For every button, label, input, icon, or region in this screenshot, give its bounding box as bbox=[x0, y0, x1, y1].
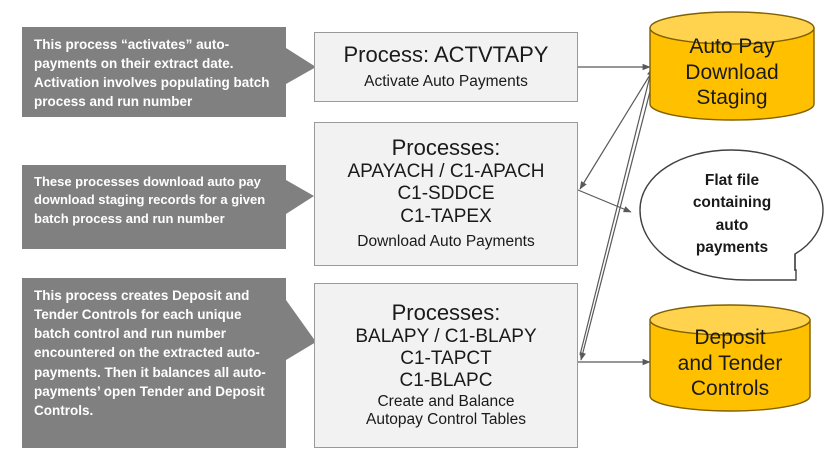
callout-tail-activate bbox=[286, 48, 316, 84]
cylinder-shape bbox=[649, 11, 815, 121]
callout-download-text: These processes download auto pay downlo… bbox=[34, 174, 266, 226]
process-download-code-1: APAYACH / C1-APACH bbox=[347, 160, 545, 182]
conn-staging-to-download bbox=[579, 69, 654, 190]
process-download-code-3: C1-TAPEX bbox=[400, 205, 492, 227]
process-download[interactable]: Processes: APAYACH / C1-APACH C1-SDDCE C… bbox=[314, 122, 578, 266]
process-balance-subtitle-1: Create and Balance bbox=[377, 392, 515, 410]
process-download-subtitle: Download Auto Payments bbox=[357, 233, 535, 251]
flat-file-callout[interactable]: Flat file containing auto payments bbox=[638, 148, 826, 288]
process-download-code-2: C1-SDDCE bbox=[397, 183, 495, 205]
datastore-auto-pay-download-staging[interactable]: Auto Pay Download Staging bbox=[648, 10, 816, 122]
callout-activate: This process “activates” auto-payments o… bbox=[22, 27, 286, 117]
process-balance-code-3: C1-BLAPC bbox=[399, 370, 493, 392]
callout-tail-balance bbox=[286, 300, 316, 360]
conn-staging-to-balance bbox=[579, 71, 656, 361]
conn-balance-to-staging bbox=[579, 67, 654, 356]
conn-download-to-flatfile bbox=[577, 189, 632, 213]
cylinder-shape bbox=[649, 304, 811, 412]
callout-activate-text: This process “activates” auto-payments o… bbox=[34, 37, 270, 110]
flat-file-callout-label: Flat file containing auto payments bbox=[692, 172, 772, 257]
process-download-title: Processes: bbox=[391, 135, 501, 161]
process-actvtapy[interactable]: Process: ACTVTAPY Activate Auto Payments bbox=[314, 32, 578, 102]
process-balance-code-2: C1-TAPCT bbox=[400, 348, 492, 370]
datastore-deposit-and-tender-controls[interactable]: Deposit and Tender Controls bbox=[648, 303, 812, 413]
process-balance-code-1: BALAPY / C1-BLAPY bbox=[355, 325, 537, 347]
process-actvtapy-title: Process: ACTVTAPY bbox=[343, 41, 549, 67]
process-balance-subtitle-2: Autopay Control Tables bbox=[366, 411, 526, 429]
flat-file-callout-shape bbox=[639, 149, 824, 281]
callout-download: These processes download auto pay downlo… bbox=[22, 165, 286, 249]
process-balance-title: Processes: bbox=[391, 299, 501, 325]
callout-balance-text: This process creates Deposit and Tender … bbox=[34, 288, 266, 418]
process-actvtapy-subtitle: Activate Auto Payments bbox=[364, 72, 528, 90]
callout-tail-download bbox=[286, 180, 314, 214]
callout-balance: This process creates Deposit and Tender … bbox=[22, 278, 286, 448]
process-balance[interactable]: Processes: BALAPY / C1-BLAPY C1-TAPCT C1… bbox=[314, 283, 578, 448]
